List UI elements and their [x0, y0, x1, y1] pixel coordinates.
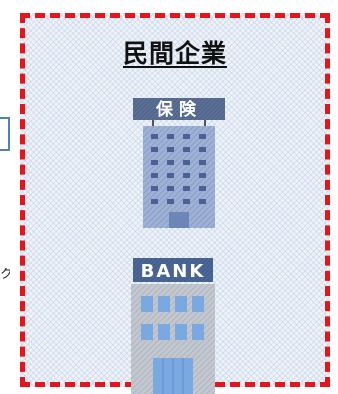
insurance-window — [183, 147, 190, 152]
bank-window — [175, 296, 187, 312]
insurance-window — [151, 134, 158, 139]
bank-building-icon: BANK — [131, 258, 215, 394]
bank-window — [158, 296, 170, 312]
bank-window — [192, 296, 204, 312]
bank-window — [141, 324, 153, 340]
panel-title: 民間企業 — [122, 39, 227, 68]
insurance-sign-text: 保険 — [155, 99, 202, 120]
insurance-sign — [133, 98, 225, 120]
bank-window — [158, 324, 170, 340]
insurance-window — [167, 160, 174, 165]
left-edge-box-fragment — [0, 117, 10, 151]
insurance-window — [183, 134, 190, 139]
bank-window — [175, 324, 187, 340]
insurance-window — [199, 186, 206, 191]
bank-sign — [133, 258, 213, 282]
left-edge-text-fragment: ク — [0, 268, 10, 281]
bank-window — [141, 296, 153, 312]
insurance-window — [167, 186, 174, 191]
insurance-window — [167, 134, 174, 139]
insurance-window — [199, 199, 206, 204]
insurance-window — [151, 173, 158, 178]
insurance-window — [183, 173, 190, 178]
insurance-window — [199, 147, 206, 152]
insurance-window — [167, 173, 174, 178]
insurance-window — [183, 199, 190, 204]
insurance-window — [183, 160, 190, 165]
insurance-windows — [151, 134, 206, 204]
bank-windows — [141, 296, 204, 340]
insurance-window — [167, 199, 174, 204]
bank-sign-text: BANK — [141, 261, 206, 282]
insurance-door — [169, 212, 189, 228]
insurance-window — [199, 134, 206, 139]
bank-window — [192, 324, 204, 340]
insurance-window — [167, 147, 174, 152]
insurance-window — [199, 173, 206, 178]
insurance-building-icon: 保険 — [133, 98, 225, 228]
insurance-window — [151, 199, 158, 204]
private-company-panel: 民間企業 保険 — [20, 13, 330, 394]
insurance-window — [151, 186, 158, 191]
insurance-window — [151, 160, 158, 165]
insurance-window — [199, 160, 206, 165]
insurance-window — [183, 186, 190, 191]
insurance-window — [151, 147, 158, 152]
